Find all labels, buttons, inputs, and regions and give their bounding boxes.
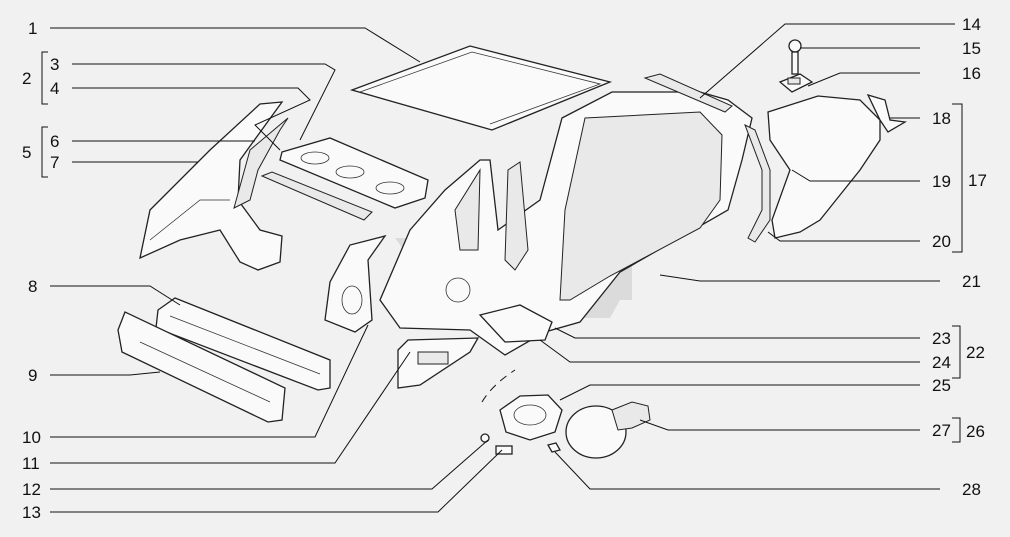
quarter-lower-panel — [397, 337, 480, 389]
label-5: 5 — [22, 143, 31, 162]
label-1: 1 — [28, 19, 37, 38]
label-26: 26 — [966, 422, 985, 441]
label-15: 15 — [962, 39, 981, 58]
fuel-door — [565, 401, 651, 459]
fuel-filler-housing — [499, 394, 563, 441]
label-13: 13 — [22, 503, 41, 522]
label-8: 8 — [28, 277, 37, 296]
roof-rail-strip — [643, 73, 733, 113]
label-4: 4 — [50, 79, 59, 98]
label-22: 22 — [966, 343, 985, 362]
label-14: 14 — [962, 15, 981, 34]
label-16: 16 — [962, 64, 981, 83]
label-17: 17 — [968, 171, 987, 190]
label-6: 6 — [50, 132, 59, 151]
label-21: 21 — [962, 272, 981, 291]
rear-shelf-panel — [260, 137, 429, 221]
label-10: 10 — [22, 428, 41, 447]
bolt-part — [788, 39, 802, 75]
body-side-panel — [379, 91, 753, 356]
label-3: 3 — [50, 55, 59, 74]
roof-panel — [349, 45, 613, 131]
front-fender — [744, 93, 907, 243]
dashed-guide — [481, 369, 516, 403]
sill-panel — [478, 304, 553, 343]
label-18: 18 — [932, 109, 951, 128]
label-28: 28 — [962, 480, 981, 499]
label-7: 7 — [50, 153, 59, 172]
label-24: 24 — [932, 353, 951, 372]
label-27: 27 — [932, 421, 951, 440]
label-23: 23 — [932, 329, 951, 348]
label-12: 12 — [22, 480, 41, 499]
label-9: 9 — [28, 366, 37, 385]
brackets — [41, 51, 963, 443]
small-fasteners — [480, 433, 561, 455]
leader-lines — [50, 23, 955, 513]
label-11: 11 — [22, 454, 40, 473]
label-2: 2 — [22, 69, 31, 88]
label-20: 20 — [932, 232, 951, 251]
rear-bumper-panel — [117, 311, 286, 423]
wheel-arch-inner — [324, 234, 387, 333]
clip-part — [778, 73, 814, 93]
rear-side-inner-panel — [139, 101, 289, 271]
label-25: 25 — [932, 376, 951, 395]
label-19: 19 — [932, 172, 951, 191]
part-number-labels: 1 2 3 4 5 6 7 8 9 10 11 12 13 14 15 16 1… — [22, 15, 987, 522]
